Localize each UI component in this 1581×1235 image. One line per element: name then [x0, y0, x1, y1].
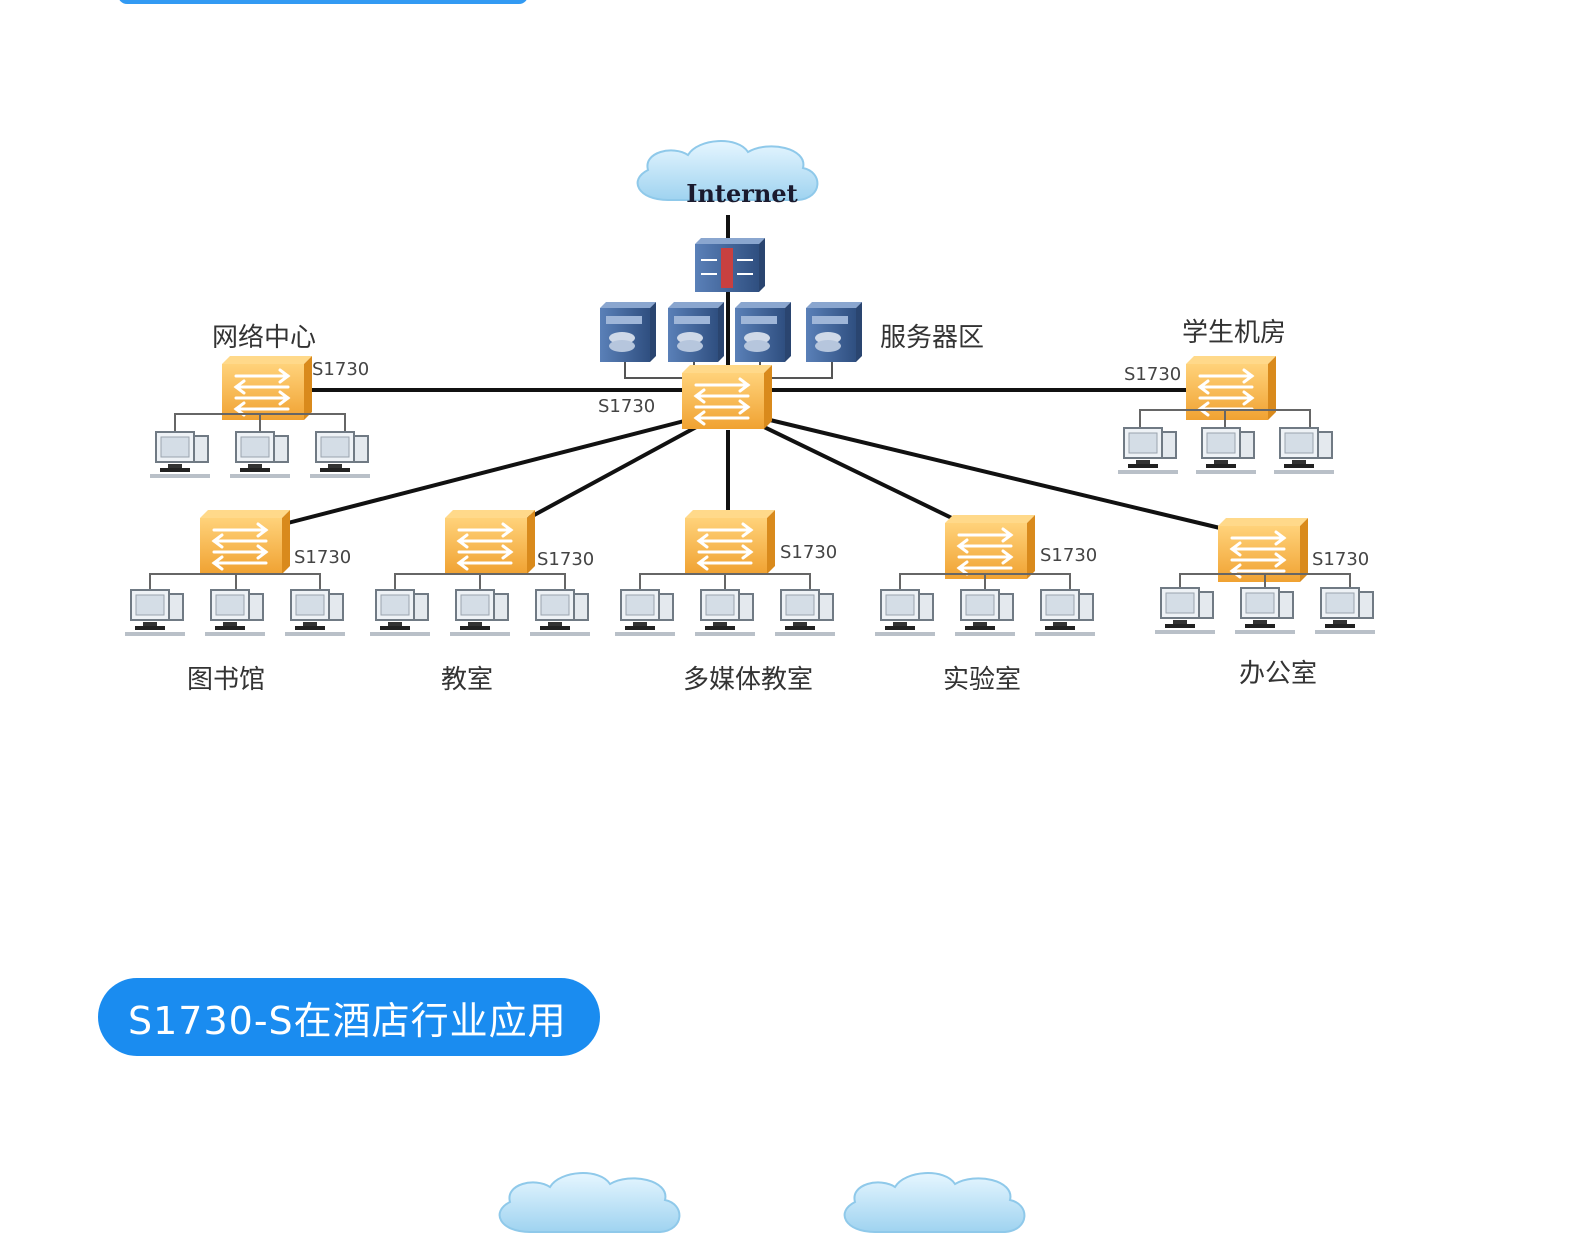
site-title: 图书馆 — [187, 665, 265, 695]
pc-icon — [614, 589, 676, 637]
site-office: S1730 办公室 — [1154, 516, 1376, 689]
server-zone — [600, 302, 862, 362]
link-library — [279, 418, 689, 527]
site-title: 学生机房 — [1182, 318, 1286, 348]
pc-icon — [309, 431, 371, 479]
previous-section-banner — [118, 0, 528, 4]
pc-icon — [954, 589, 1016, 637]
uplink-lines — [279, 215, 1221, 530]
link-classroom — [524, 423, 701, 522]
pc-icon — [1314, 587, 1376, 635]
pc-icon — [774, 589, 836, 637]
site-title: 教室 — [441, 665, 493, 695]
pc-icon — [874, 589, 936, 637]
switch-icon — [443, 508, 537, 576]
pc-icon — [149, 431, 211, 479]
core-switch-label: S1730 — [598, 396, 655, 417]
switch-icon — [943, 513, 1037, 581]
site-title: 实验室 — [943, 665, 1021, 695]
switch-label: S1730 — [780, 542, 837, 563]
site-title: 多媒体教室 — [683, 665, 813, 695]
server-icon — [806, 302, 862, 362]
pc-icon — [449, 589, 511, 637]
section-title-banner: S1730-S在酒店行业应用 — [98, 978, 600, 1056]
site-multimedia: S1730 多媒体教室 — [614, 508, 837, 695]
pc-icon — [1273, 427, 1335, 475]
server-zone-label: 服务器区 — [880, 323, 984, 353]
site-library: S1730 图书馆 — [124, 508, 351, 695]
pc-icon — [1154, 587, 1216, 635]
switch-label: S1730 — [312, 359, 369, 380]
server-icon — [735, 302, 791, 362]
switch-label: S1730 — [1124, 364, 1181, 385]
section-title: S1730-S在酒店行业应用 — [128, 998, 567, 1043]
pc-icon — [1034, 589, 1096, 637]
pc-icon — [1195, 427, 1257, 475]
pc-icon — [124, 589, 186, 637]
pc-icon — [529, 589, 591, 637]
switch-icon — [198, 508, 292, 576]
server-icon — [600, 302, 656, 362]
site-network-center: 网络中心 S1730 — [149, 323, 371, 479]
switch-icon — [1216, 516, 1310, 584]
pc-icon — [1234, 587, 1296, 635]
cloud-icon — [498, 1172, 681, 1233]
switch-icon — [683, 508, 777, 576]
pc-icon — [204, 589, 266, 637]
switch-label: S1730 — [537, 549, 594, 570]
pc-icon — [284, 589, 346, 637]
link-office — [769, 418, 1221, 530]
switch-label: S1730 — [1312, 549, 1369, 570]
switch-label: S1730 — [1040, 545, 1097, 566]
site-title: 办公室 — [1239, 659, 1317, 689]
firewall-icon — [695, 238, 765, 292]
pc-icon — [229, 431, 291, 479]
switch-label: S1730 — [294, 547, 351, 568]
pc-icon — [694, 589, 756, 637]
pc-icon — [1117, 427, 1179, 475]
site-student-lab: 学生机房 S1730 — [1117, 318, 1335, 475]
site-laboratory: S1730 实验室 — [874, 513, 1097, 695]
switch-icon — [220, 354, 314, 422]
link-laboratory — [759, 423, 961, 524]
server-icon — [668, 302, 724, 362]
pc-icon — [369, 589, 431, 637]
site-title: 网络中心 — [212, 323, 316, 353]
core-switch-icon — [680, 363, 774, 431]
cloud-icon — [843, 1172, 1026, 1233]
site-classroom: S1730 教室 — [369, 508, 594, 695]
internet-label: Internet — [686, 179, 797, 208]
